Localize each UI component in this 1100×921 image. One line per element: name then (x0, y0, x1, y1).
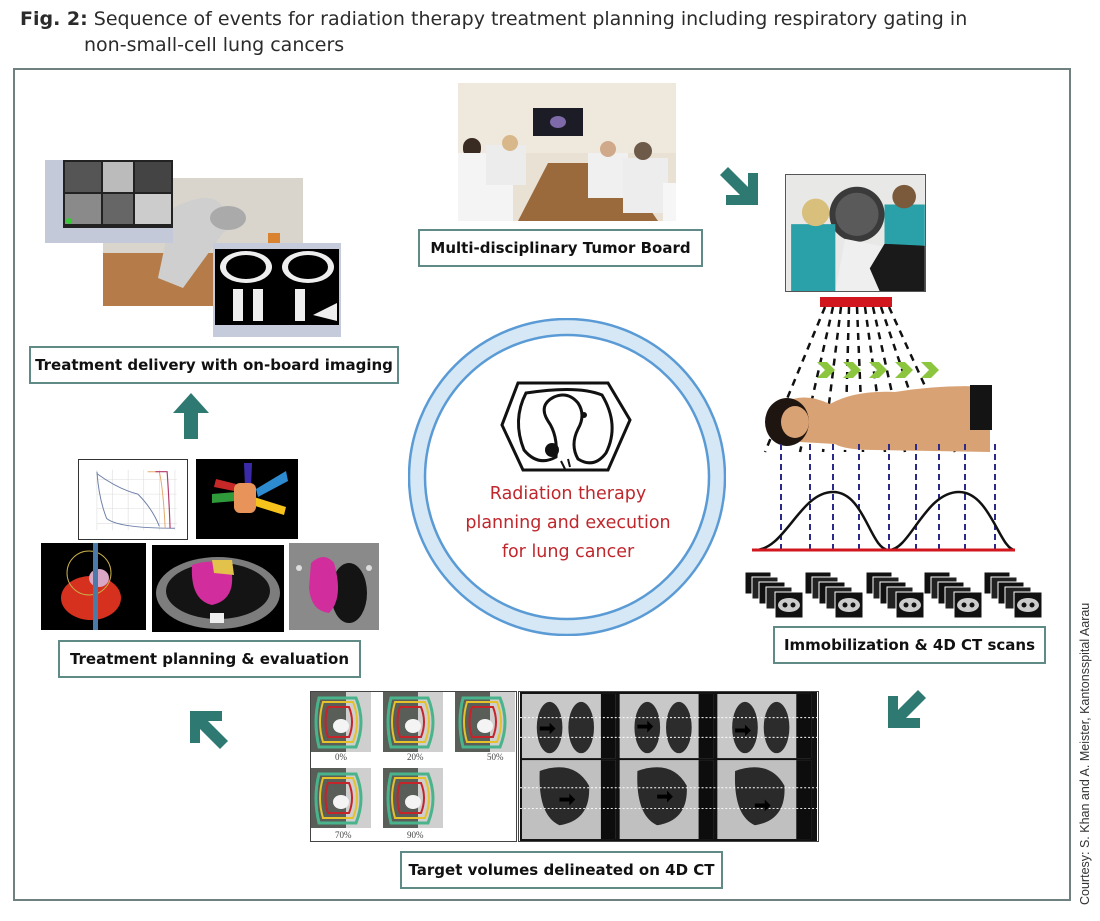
thorax-ct-outline-icon (500, 381, 632, 472)
step-label-target-volumes: Target volumes delineated on 4D CT (400, 851, 723, 889)
phase-label-0: 0% (335, 752, 347, 762)
gating-lines (780, 444, 996, 550)
phase-label-70: 70% (335, 830, 352, 840)
beam-source (820, 297, 892, 307)
4d-ct-image-stacks (745, 571, 1043, 619)
onboard-imaging-screen-1 (45, 160, 173, 243)
coronal-dose-distribution-ct (289, 543, 379, 630)
caption-line-2: non-small-cell lung cancers (84, 34, 345, 56)
ct-scanner-patient-photo (785, 174, 926, 292)
tumor-board-meeting-photo (458, 83, 676, 221)
figure-caption: Fig. 2: Sequence of events for radiation… (20, 6, 1040, 58)
center-ring (408, 318, 726, 636)
dose-volume-histogram-image (78, 459, 188, 540)
caption-line-1: Sequence of events for radiation therapy… (93, 8, 968, 30)
phase-label-50: 50% (487, 752, 504, 762)
coronal-sagittal-ct-panel (518, 691, 819, 842)
3d-structure-render (41, 543, 146, 630)
phase-label-20: 20% (407, 752, 424, 762)
image-credit: Courtesy: S. Khan and A. Meister, Kanton… (1078, 602, 1092, 905)
4d-ct-contour-panel: 0% 20% 50% 70% 90% (310, 691, 517, 842)
step-label-tumor-board: Multi-disciplinary Tumor Board (418, 229, 703, 267)
axial-dose-distribution-ct (152, 545, 284, 632)
patient-figure (765, 385, 992, 452)
step-label-delivery: Treatment delivery with on-board imaging (29, 346, 399, 384)
center-title-line-3: for lung cancer (501, 542, 635, 562)
respiratory-gating-illustration (752, 297, 1016, 552)
onboard-imaging-screen-2 (213, 243, 341, 337)
center-title: Radiation therapy planning and execution… (438, 480, 698, 567)
center-title-line-2: planning and execution (465, 513, 671, 533)
arrow-up-icon (173, 393, 209, 439)
arrow-up-left-icon (190, 711, 228, 749)
breathing-curve (754, 490, 1016, 552)
phase-label-90: 90% (407, 830, 424, 840)
beam-chevrons (817, 362, 939, 378)
figure-label: Fig. 2: (20, 8, 88, 30)
step-label-planning: Treatment planning & evaluation (58, 640, 361, 678)
beam-arrangement-render (196, 459, 298, 539)
tumor-arrows (539, 720, 771, 812)
center-title-line-1: Radiation therapy (489, 484, 647, 504)
arrow-down-right-icon (720, 167, 758, 205)
step-label-immobilization: Immobilization & 4D CT scans (773, 626, 1046, 664)
arrow-down-left-icon (888, 690, 926, 728)
